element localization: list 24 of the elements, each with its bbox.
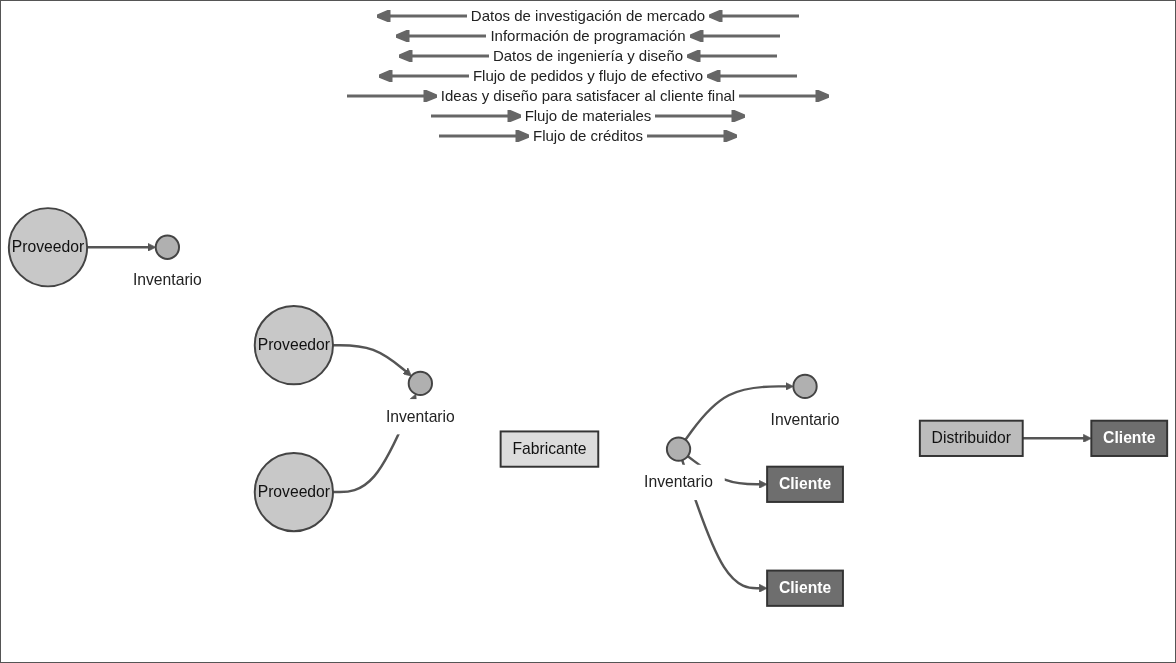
supplier-ellipse: Proveedor	[253, 451, 334, 533]
inventory-label: Inventario	[758, 402, 852, 438]
arrow	[333, 343, 412, 377]
supplier-ellipse: Proveedor	[7, 207, 89, 288]
inventory-label: Inventario	[121, 262, 214, 299]
flow-label: Datos de investigación de mercado	[470, 7, 706, 24]
inventory-circle	[665, 436, 692, 462]
arrow	[684, 382, 794, 441]
arrow	[1022, 434, 1092, 443]
process-box: Cliente	[766, 465, 844, 503]
flow-label: Ideas y diseño para satisfacer al cliente final	[440, 87, 736, 104]
flow-label: Datos de ingeniería y diseño	[492, 47, 684, 64]
process-box: Fabricante	[499, 430, 600, 468]
flow-label: Flujo de pedidos y flujo de efectivo	[472, 67, 704, 84]
supplier-ellipse: Proveedor	[253, 305, 334, 386]
flow-label: Información de programación	[490, 27, 686, 44]
flow-label: Flujo de créditos	[532, 127, 644, 144]
process-box: Distribuidor	[918, 419, 1024, 457]
inventory-circle	[154, 234, 180, 260]
inventory-circle	[792, 373, 818, 400]
process-box: Cliente	[1090, 419, 1169, 457]
inventory-circle	[407, 370, 433, 397]
process-box: Cliente	[766, 569, 844, 607]
flow-label: Flujo de materiales	[524, 107, 652, 124]
